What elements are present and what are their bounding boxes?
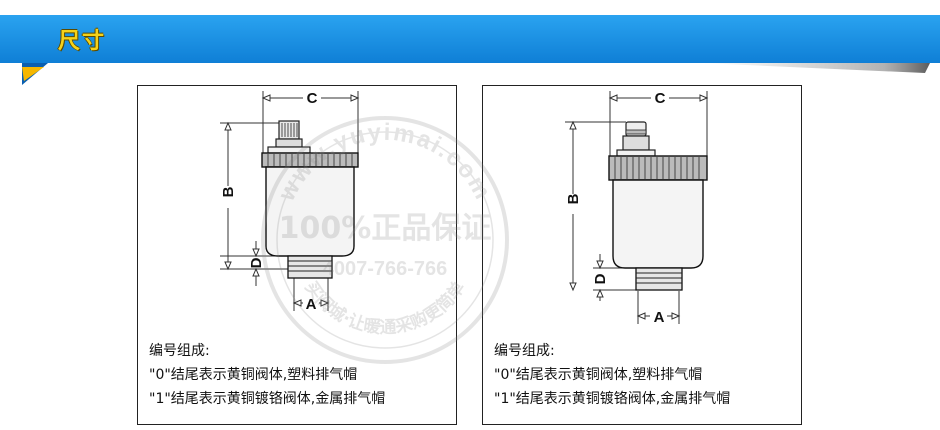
caption-line-2: "1"结尾表示黄铜镀铬阀体,金属排气帽 [494,391,731,407]
page-title: 尺寸 [58,29,107,54]
valve-body-right [608,121,708,291]
caption-heading: 编号组成: [494,343,555,359]
dim-label-c: C [655,90,666,107]
valve-body-left [261,120,359,279]
banner-shape [0,15,940,85]
dim-label-a: A [306,296,317,313]
caption-line-1: "0"结尾表示黄铜阀体,塑料排气帽 [494,367,703,383]
caption-heading: 编号组成: [149,343,210,359]
dim-label-c: C [307,90,318,107]
dimension-panel-right: C B D A 编号组成: "0"结尾表示黄铜阀体,塑料排气帽 "1"结尾表示黄… [482,85,802,425]
valve-drawing-left: C B D A [220,90,360,313]
valve-drawing-right: C B D A [565,90,709,326]
caption-left: 编号组成: "0"结尾表示黄铜阀体,塑料排气帽 "1"结尾表示黄铜镀铬阀体,金属… [149,339,449,411]
dim-label-b: B [220,186,237,197]
caption-line-1: "0"结尾表示黄铜阀体,塑料排气帽 [149,367,358,383]
header-banner: 尺寸 [0,15,940,85]
caption-line-2: "1"结尾表示黄铜镀铬阀体,金属排气帽 [149,391,386,407]
dim-label-d: D [592,273,609,284]
dim-label-b: B [565,193,582,204]
caption-right: 编号组成: "0"结尾表示黄铜阀体,塑料排气帽 "1"结尾表示黄铜镀铬阀体,金属… [494,339,794,411]
dim-label-d: D [248,257,265,268]
dimension-panel-left: C B D A 编号组成: "0"结尾表示黄铜阀体,塑料排气帽 "1"结尾表示黄… [137,85,457,425]
dim-label-a: A [654,309,665,326]
